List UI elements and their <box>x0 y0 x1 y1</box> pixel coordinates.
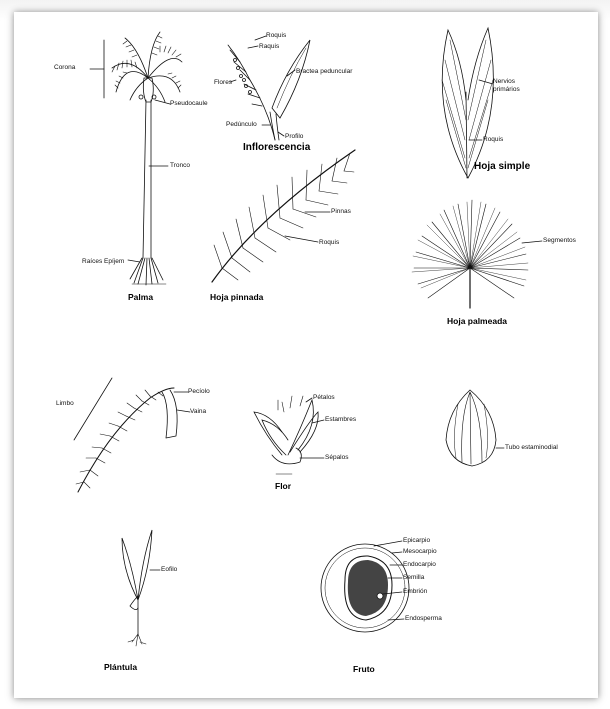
leaf-detail-drawing <box>74 378 190 492</box>
title-plantula: Plántula <box>104 662 137 672</box>
label-raquis: Raquis <box>259 43 279 51</box>
label-eofilo: Eofilo <box>161 566 177 574</box>
label-roquis-simple: Roquis <box>483 136 503 144</box>
label-roquis-pinnada: Roquis <box>319 239 339 247</box>
label-embrion: Embrión <box>403 588 427 596</box>
title-hoja-pinnada: Hoja pinnada <box>210 292 263 302</box>
label-limbo: Limbo <box>56 400 74 408</box>
label-raices: Raíces Epíjem <box>82 258 124 266</box>
title-palma: Palma <box>128 292 153 302</box>
title-hoja-simple: Hoja simple <box>474 161 530 172</box>
label-roquis-top: Roquis <box>266 32 286 40</box>
label-segmentos: Segmentos <box>543 237 576 245</box>
label-semilla: Semilla <box>403 574 424 582</box>
title-inflorescencia: Inflorescencia <box>243 142 310 153</box>
label-flores: Flores <box>214 79 232 87</box>
palm-tree-drawing <box>90 32 182 285</box>
title-hoja-palmeada: Hoja palmeada <box>447 316 507 326</box>
label-peciolo: Pecíolo <box>188 388 210 396</box>
label-petalos: Pétalos <box>313 394 335 402</box>
label-pedunculo: Pedúnculo <box>226 121 257 129</box>
label-corona: Corona <box>54 64 75 72</box>
label-profilo: Profilo <box>285 133 303 141</box>
label-vaina: Vaina <box>190 408 206 416</box>
label-endocarpio: Endocarpio <box>403 561 436 569</box>
label-sepalos: Sépalos <box>325 454 349 462</box>
label-nervios: Nervios primários <box>493 78 543 94</box>
label-tronco: Tronco <box>170 162 190 170</box>
label-mesocarpio: Mesocarpio <box>403 548 437 556</box>
palmate-leaf-drawing <box>412 200 542 308</box>
title-fruto: Fruto <box>353 664 375 674</box>
pinnate-leaf-drawing <box>212 150 355 282</box>
label-endosperma: Endosperma <box>405 615 442 623</box>
label-estambres: Estambres <box>325 416 356 424</box>
label-tubo-estaminodial: Tubo estaminodial <box>505 444 558 452</box>
label-pseudocaule: Pseudocaule <box>170 100 208 108</box>
label-bractea: Bractea peduncular <box>296 68 352 76</box>
staminodial-tube-drawing <box>446 390 504 466</box>
label-epicarpio: Epicarpio <box>403 537 430 545</box>
fruit-drawing <box>321 541 409 632</box>
flower-drawing <box>254 396 324 474</box>
simple-leaf-drawing <box>442 28 493 178</box>
label-pinnas: Pinnas <box>331 208 351 216</box>
seedling-drawing <box>122 530 160 646</box>
title-flor: Flor <box>275 481 291 491</box>
